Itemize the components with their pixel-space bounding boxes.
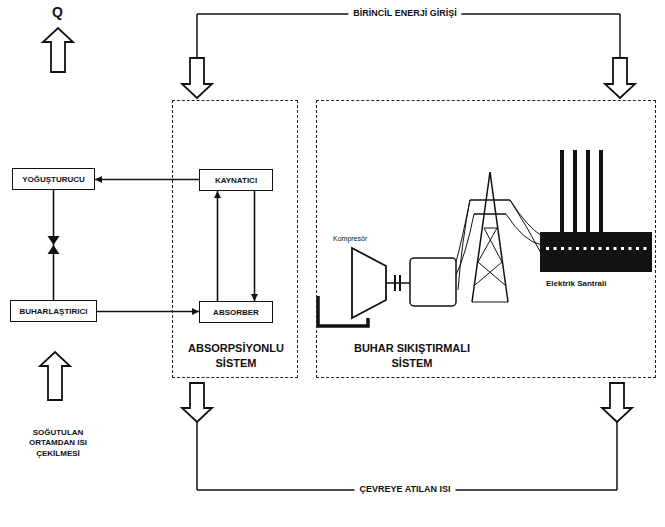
bracket-line <box>196 422 198 490</box>
refrigerant-line <box>318 296 368 326</box>
power-plant-building <box>540 232 652 272</box>
region-label: BUHAR SIKIŞTIRMALI SİSTEM <box>347 341 477 371</box>
window-dot <box>599 247 602 250</box>
chimney <box>586 150 590 232</box>
window-dot <box>621 247 624 250</box>
tower-arm <box>470 199 510 201</box>
component-label: YOĞUŞTURUCU <box>18 175 89 184</box>
flow-connector <box>217 191 219 301</box>
window-dot <box>584 247 587 250</box>
heat-symbol: Q <box>52 4 63 20</box>
tower-brace <box>478 228 497 262</box>
flow-connector <box>97 311 199 313</box>
annotation-label: ÇEVREYE ATILAN ISI <box>354 484 455 494</box>
chimney <box>573 150 577 232</box>
heat-rejection-arrow <box>182 383 212 422</box>
heat-output-arrow <box>43 28 73 72</box>
annotation-label: Elektrik Santrali <box>546 279 606 288</box>
shaft <box>386 282 410 284</box>
tower-brace <box>475 262 502 285</box>
window-dot <box>629 247 632 250</box>
flow-connector <box>95 179 199 181</box>
tower-brace <box>478 262 505 285</box>
window-dot <box>569 247 572 250</box>
component-label: ABSORBER <box>209 308 263 317</box>
power-wire <box>506 214 542 245</box>
annotation-label: SOĞUTULAN ORTAMDAN ISI ÇEKİLMESİ <box>12 428 104 459</box>
motor-symbol <box>410 258 456 306</box>
window-dot <box>546 247 549 250</box>
power-wire <box>458 200 470 290</box>
window-dot <box>614 247 617 250</box>
tower-brace <box>484 228 502 262</box>
power-wire <box>456 214 474 275</box>
component-box: KAYNATICI <box>199 169 273 191</box>
component-box: YOĞUŞTURUCU <box>12 168 95 190</box>
tower-arm <box>474 213 506 215</box>
tower-leg <box>472 172 490 302</box>
window-dot <box>576 247 579 250</box>
flow-connector <box>53 190 55 300</box>
window-dot <box>554 247 557 250</box>
tower-leg <box>490 172 508 302</box>
coupling <box>394 275 396 291</box>
window-dot <box>561 247 564 250</box>
chimney <box>599 150 603 232</box>
chimney <box>560 150 564 232</box>
component-box: ABSORBER <box>199 301 273 323</box>
energy-input-arrow <box>182 58 212 98</box>
heat-rejection-arrow <box>602 383 632 422</box>
window-dot <box>591 247 594 250</box>
annotation-label: Kompresör <box>333 235 367 242</box>
window-dot <box>644 247 647 250</box>
system-region: ABSORPSİYONLU SİSTEM KAYNATICI ABSORBER <box>172 100 298 378</box>
compressor-symbol <box>352 248 386 318</box>
power-wire <box>510 200 542 236</box>
bracket-line <box>196 14 198 58</box>
bracket-line <box>616 422 618 490</box>
window-dot <box>636 247 639 250</box>
annotation-label: BİRİNCİL ENERJİ GİRİŞİ <box>348 8 461 18</box>
tower-brace <box>484 228 497 229</box>
bracket-line <box>619 14 621 58</box>
component-label: BUHARLAŞTIRICI <box>16 307 92 316</box>
coupling <box>399 275 401 291</box>
region-label: ABSORPSİYONLU SİSTEM <box>180 341 292 371</box>
power-wire <box>510 200 542 255</box>
window-dot <box>606 247 609 250</box>
tower-base <box>472 302 508 303</box>
component-box: BUHARLAŞTIRICI <box>10 300 97 322</box>
energy-input-arrow <box>605 58 635 98</box>
heat-intake-arrow <box>40 352 70 400</box>
flow-connector <box>254 191 256 301</box>
component-label: KAYNATICI <box>211 176 261 185</box>
